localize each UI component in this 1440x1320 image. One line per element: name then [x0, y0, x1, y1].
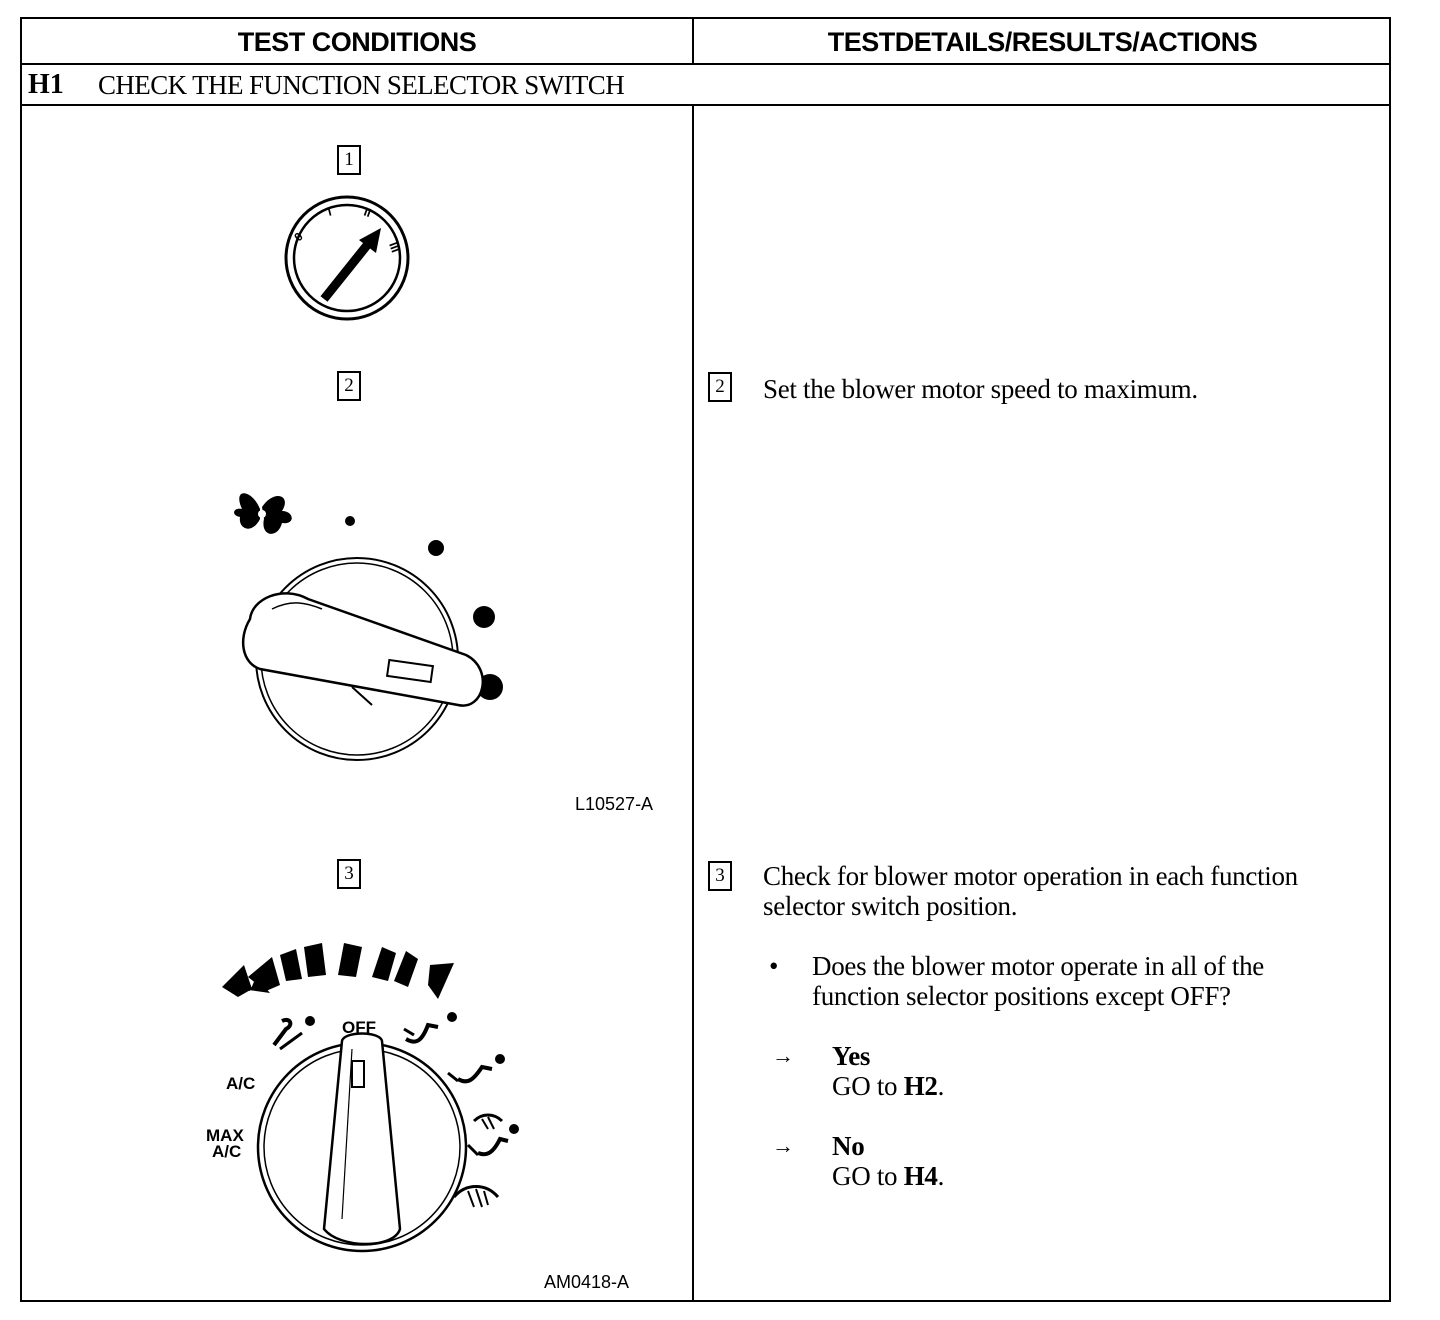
ignition-pointer-arrow — [320, 228, 381, 302]
speed-dot-3 — [473, 606, 495, 628]
floor-mode-icon — [447, 1054, 505, 1084]
ignition-mark-II: II — [362, 205, 373, 220]
ignition-switch-illustration: 0 I II III — [284, 195, 410, 321]
section-title: CHECK THE FUNCTION SELECTOR SWITCH — [98, 70, 625, 100]
step-3-detail-marker: 3 — [708, 861, 732, 891]
outcome-no-target: H4 — [903, 1161, 938, 1191]
section-title-row: H1 CHECK THE FUNCTION SELECTOR SWITCH — [22, 65, 1389, 106]
defrost-mode-icon — [452, 1185, 500, 1208]
outcome-no-action: GO to H4. — [832, 1161, 945, 1191]
question-line1: Does the blower motor operate in all of … — [812, 951, 1264, 981]
question-line2: function selector positions except OFF? — [812, 981, 1231, 1011]
bilevel-mode-icon — [403, 1012, 457, 1044]
step-3-instruction-line2: selector switch position. — [763, 891, 1018, 921]
ignition-mark-I: I — [326, 205, 333, 219]
procedure-table: TEST CONDITIONS TESTDETAILS/RESULTS/ACTI… — [20, 17, 1391, 1302]
blower-figure-code: L10527-A — [575, 794, 654, 814]
selector-knob-handle — [322, 1032, 402, 1246]
step-2-instruction: Set the blower motor speed to maximum. — [763, 374, 1198, 404]
question-bullet: • — [769, 951, 779, 981]
header-test-details: TESTDETAILS/RESULTS/ACTIONS — [827, 27, 1258, 57]
yes-arrow-icon: → — [772, 1043, 794, 1068]
header-test-conditions: TEST CONDITIONS — [237, 27, 477, 57]
step-3-marker: 3 — [337, 859, 361, 889]
step-2-detail-marker: 2 — [708, 372, 732, 402]
airflow-arrows — [222, 943, 454, 999]
step-2-marker: 2 — [337, 371, 361, 401]
vent-mode-icon — [272, 1016, 315, 1051]
outcome-no-label: No — [832, 1131, 865, 1161]
outcome-yes-target: H2 — [903, 1071, 938, 1101]
speed-dot-2 — [428, 540, 444, 556]
table-header-row: TEST CONDITIONS TESTDETAILS/RESULTS/ACTI… — [22, 19, 1389, 65]
selector-figure-code: AM0418-A — [544, 1272, 630, 1292]
step-1-marker: 1 — [337, 145, 361, 175]
blower-speed-knob-illustration — [234, 493, 503, 761]
selector-label-off: OFF — [342, 1018, 376, 1037]
selector-label-max-line2: A/C — [212, 1142, 241, 1161]
blower-knob-handle — [242, 592, 484, 707]
step-3-instruction-line1: Check for blower motor operation in each… — [763, 861, 1298, 891]
floor-defrost-mode-icon — [466, 1113, 519, 1157]
speed-dot-1 — [345, 516, 355, 526]
selector-label-ac: A/C — [226, 1074, 255, 1093]
header-divider — [692, 19, 694, 63]
outcome-yes-action: GO to H2. — [832, 1071, 945, 1101]
fan-icon — [234, 493, 292, 534]
no-arrow-icon: → — [772, 1133, 794, 1158]
function-selector-illustration: OFF A/C MAX A/C — [206, 943, 519, 1253]
outcome-yes-label: Yes — [832, 1041, 871, 1071]
section-id: H1 — [28, 69, 64, 100]
ignition-mark-III: III — [386, 240, 403, 254]
selector-label-max-line1: MAX — [206, 1126, 244, 1145]
column-divider — [692, 106, 694, 1302]
